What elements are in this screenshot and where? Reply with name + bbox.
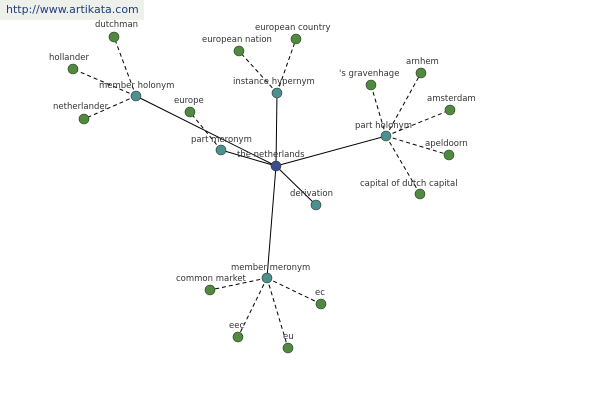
node-eu[interactable] bbox=[282, 342, 294, 354]
node-center[interactable] bbox=[270, 160, 282, 172]
label-member-holonym: member holonym bbox=[99, 81, 174, 91]
node-european-nation[interactable] bbox=[233, 45, 245, 57]
node-netherlander[interactable] bbox=[78, 113, 90, 125]
label-apeldoorn: apeldoorn bbox=[425, 139, 468, 149]
edge-instance-hypernym-european-country bbox=[276, 38, 297, 94]
watermark-link[interactable]: http://www.artikata.com bbox=[0, 0, 144, 20]
edge-part-meronym-europe bbox=[189, 111, 222, 151]
label-european-country: european country bbox=[255, 23, 331, 33]
node-member-meronym[interactable] bbox=[261, 272, 273, 284]
edge-member-meronym-eec bbox=[237, 277, 268, 338]
label-part-holonym: part holonym bbox=[355, 121, 412, 131]
edge-instance-hypernym-european-nation bbox=[238, 50, 278, 94]
edge-member-holonym-netherlander bbox=[83, 95, 137, 120]
edge-member-holonym-hollander bbox=[72, 68, 137, 97]
node-gravenhage[interactable] bbox=[365, 79, 377, 91]
edge-part-holonym-capital-dutch bbox=[385, 135, 421, 195]
label-part-meronym: part meronym bbox=[191, 135, 252, 145]
node-dutchman[interactable] bbox=[108, 31, 120, 43]
label-instance-hypernym: instance hypernym bbox=[233, 77, 315, 87]
edge-center-part-holonym bbox=[275, 135, 387, 167]
node-hollander[interactable] bbox=[67, 63, 79, 75]
edge-part-holonym-amsterdam bbox=[385, 109, 451, 137]
node-common-market[interactable] bbox=[204, 284, 216, 296]
label-netherlander: netherlander bbox=[53, 102, 109, 112]
edge-member-meronym-common-market bbox=[209, 277, 268, 291]
edge-center-derivation bbox=[275, 165, 317, 206]
node-derivation[interactable] bbox=[310, 199, 322, 211]
label-europe: europe bbox=[174, 96, 204, 106]
node-european-country[interactable] bbox=[290, 33, 302, 45]
node-instance-hypernym[interactable] bbox=[271, 87, 283, 99]
edge-part-holonym-arnhem bbox=[385, 72, 422, 137]
node-part-meronym[interactable] bbox=[215, 144, 227, 156]
node-part-holonym[interactable] bbox=[380, 130, 392, 142]
label-dutchman: dutchman bbox=[95, 20, 138, 30]
label-eec: eec bbox=[229, 321, 244, 331]
label-hollander: hollander bbox=[49, 53, 90, 63]
edge-center-member-meronym bbox=[266, 165, 277, 279]
label-member-meronym: member meronym bbox=[231, 263, 310, 273]
node-member-holonym[interactable] bbox=[130, 90, 142, 102]
node-arnhem[interactable] bbox=[415, 67, 427, 79]
edge-member-meronym-eu bbox=[266, 277, 289, 349]
edge-center-part-meronym bbox=[220, 149, 277, 167]
node-amsterdam[interactable] bbox=[444, 104, 456, 116]
node-ec[interactable] bbox=[315, 298, 327, 310]
edge-center-instance-hypernym bbox=[275, 92, 278, 167]
label-amsterdam: amsterdam bbox=[427, 94, 476, 104]
node-capital-dutch[interactable] bbox=[414, 188, 426, 200]
edge-member-holonym-dutchman bbox=[113, 36, 137, 97]
edge-part-holonym-gravenhage bbox=[370, 84, 387, 137]
label-ec: ec bbox=[315, 288, 325, 298]
label-gravenhage: 's gravenhage bbox=[339, 69, 399, 79]
node-apeldoorn[interactable] bbox=[443, 149, 455, 161]
label-arnhem: arnhem bbox=[406, 57, 439, 67]
label-common-market: common market bbox=[176, 274, 247, 284]
label-derivation: derivation bbox=[290, 189, 333, 199]
label-center: the netherlands bbox=[237, 150, 305, 160]
label-european-nation: european nation bbox=[202, 35, 272, 45]
node-eec[interactable] bbox=[232, 331, 244, 343]
edge-member-meronym-ec bbox=[266, 277, 322, 305]
label-capital-dutch: capital of dutch capital bbox=[360, 179, 458, 189]
label-eu: eu bbox=[283, 332, 294, 342]
node-europe[interactable] bbox=[184, 106, 196, 118]
edge-part-holonym-apeldoorn bbox=[385, 135, 450, 156]
